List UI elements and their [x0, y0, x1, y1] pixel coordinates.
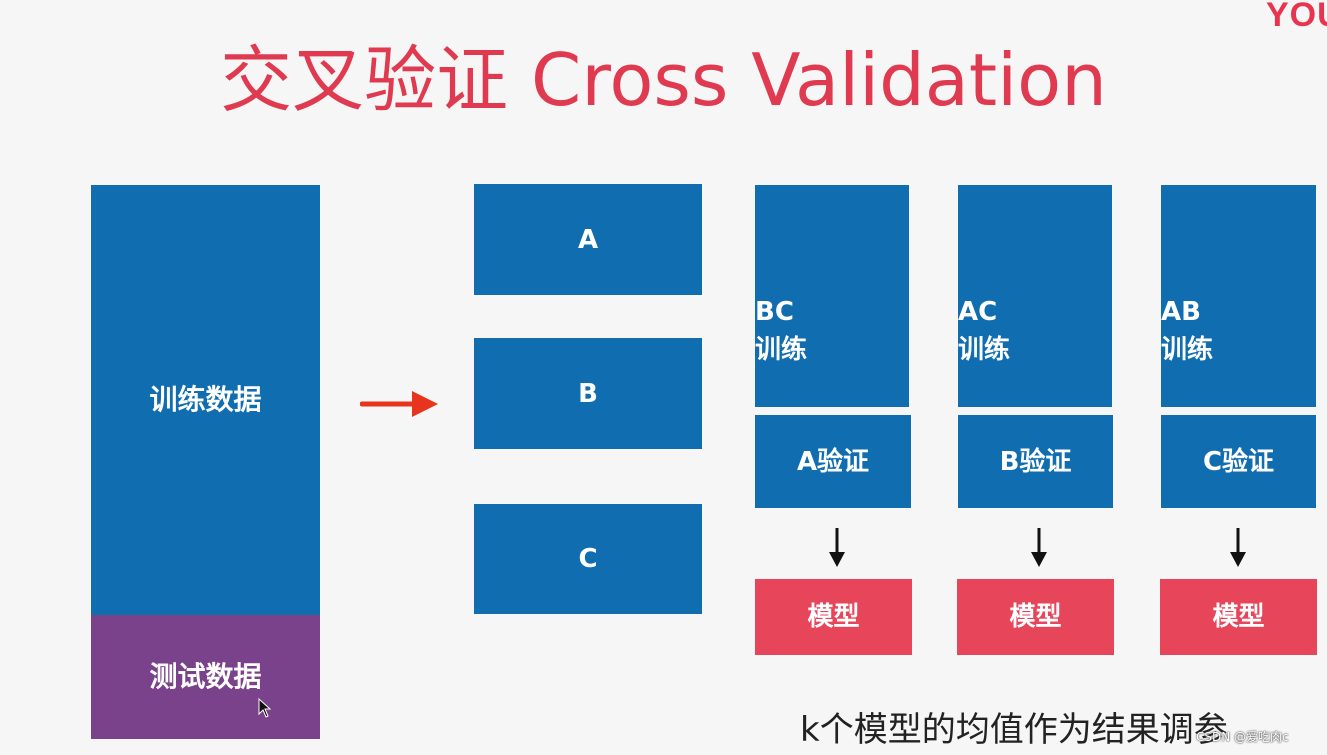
round-3-train-sets: AB	[1161, 297, 1201, 327]
fold-c-label: C	[578, 544, 598, 574]
round-2-train-word: 训练	[958, 335, 1011, 365]
round-3-down-arrow-icon	[1230, 528, 1246, 567]
round-1-validate-block: A验证	[755, 415, 911, 508]
round-2-down-arrow-icon	[1031, 528, 1047, 567]
round-1-model-label: 模型	[807, 602, 860, 632]
round-2-train-sets: AC	[958, 297, 998, 327]
brand-logo: YOU	[1266, 0, 1327, 34]
training-data-label: 训练数据	[149, 383, 262, 416]
round-1-model-block: 模型	[755, 579, 912, 655]
fold-a-block: A	[474, 184, 702, 295]
fold-b-block: B	[474, 338, 702, 449]
page-title: 交叉验证 Cross Validation	[220, 38, 1107, 122]
split-arrow-icon	[360, 391, 438, 417]
round-2-model-block: 模型	[957, 579, 1114, 655]
round-1-down-arrow-icon	[829, 528, 845, 567]
round-1-train-sets: BC	[755, 297, 794, 327]
round-2-model-label: 模型	[1009, 602, 1062, 632]
test-data-label: 测试数据	[149, 660, 262, 693]
round-1-train-word: 训练	[755, 335, 808, 365]
round-3-validate-label: C验证	[1202, 446, 1275, 477]
round-3-model-label: 模型	[1212, 602, 1265, 632]
training-data-block: 训练数据	[91, 185, 320, 615]
watermark: CSDN @爱吃肉c	[1196, 730, 1289, 744]
round-2-validate-label: B验证	[999, 446, 1072, 477]
round-1-validate-label: A验证	[796, 446, 870, 477]
round-2-validate-block: B验证	[958, 415, 1113, 508]
fold-b-label: B	[578, 378, 598, 409]
round-3-train-block: AB 训练	[1161, 185, 1316, 407]
round-3-validate-block: C验证	[1161, 415, 1316, 508]
round-3-model-block: 模型	[1160, 579, 1317, 655]
round-2-train-block: AC 训练	[958, 185, 1112, 407]
test-data-block: 测试数据	[91, 615, 320, 739]
fold-c-block: C	[474, 504, 702, 614]
round-3-train-word: 训练	[1161, 335, 1214, 365]
round-1-train-block: BC 训练	[755, 185, 909, 407]
mouse-cursor-icon	[258, 698, 272, 718]
conclusion-text: k个模型的均值作为结果调参	[800, 710, 1228, 750]
fold-a-label: A	[577, 224, 599, 255]
